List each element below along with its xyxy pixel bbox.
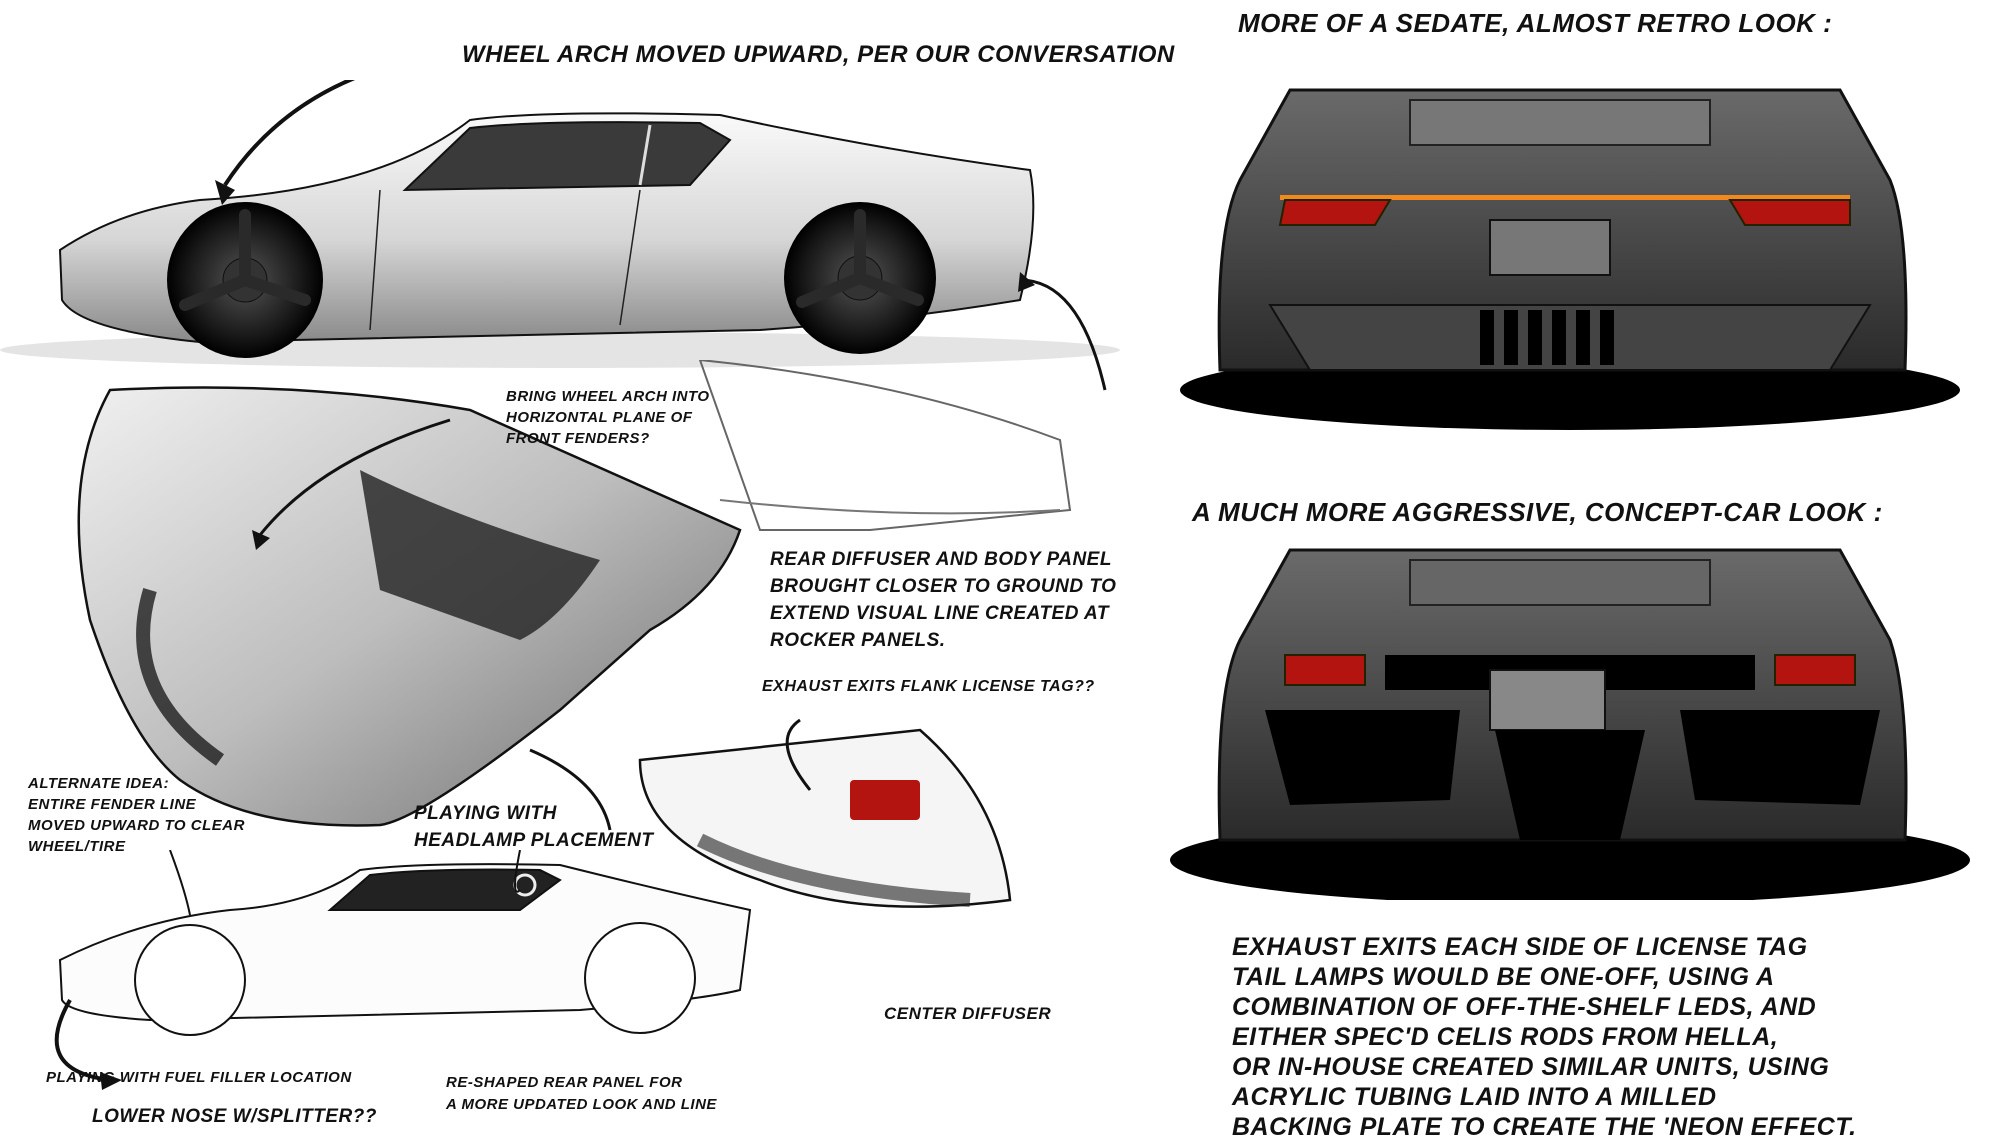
- annotation-exhaust-flank: Exhaust exits flank license tag??: [762, 678, 1095, 695]
- annotation-rear-panel: Re-shaped rear panel for a more updated …: [446, 1074, 717, 1113]
- annotation-rear-diffuser: Rear diffuser and body panel brought clo…: [770, 549, 1117, 651]
- tail-lamp-description: Exhaust exits each side of license tag t…: [1232, 933, 1857, 1141]
- heading-retro-look: More of a sedate, almost retro look :: [1238, 8, 1833, 38]
- side-view-car-sketch-top: [0, 80, 1120, 391]
- three-quarter-car-sketch: [77, 360, 1072, 908]
- heading-concept-look: A much more aggressive, concept-car look…: [1192, 497, 1883, 527]
- side-view-car-sketch-bottom: [54, 850, 752, 1090]
- annotation-alternate-idea: Alternate idea: entire fender line moved…: [28, 775, 245, 855]
- annotation-center-diffuser: Center diffuser: [884, 1004, 1052, 1023]
- annotation-wheel-arch-question: Bring wheel arch into horizontal plane o…: [506, 388, 710, 447]
- annotation-lower-nose: Lower nose w/splitter??: [92, 1106, 377, 1127]
- rear-view-retro-car: [1180, 88, 1960, 430]
- rear-view-concept-car: [1170, 548, 1970, 900]
- annotation-fuel-filler: Playing with fuel filler location: [46, 1069, 352, 1086]
- annotation-wheel-arch-moved: Wheel arch moved upward, per our convers…: [462, 41, 1175, 68]
- annotation-headlamp-placement: Playing with headlamp placement: [414, 803, 654, 851]
